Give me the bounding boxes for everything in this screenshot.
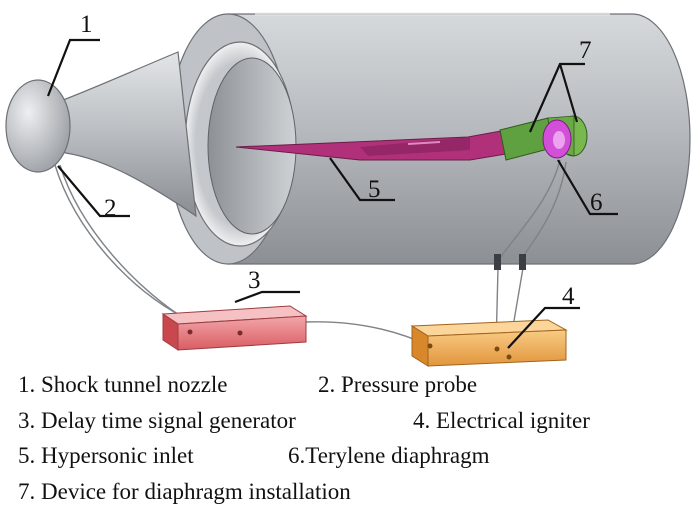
- legend-item-5: 5. Hypersonic inlet: [18, 443, 194, 468]
- tunnel-opening: [184, 41, 297, 247]
- leader-line-7: [528, 62, 585, 133]
- leader-line-4: [507, 306, 580, 349]
- feedthrough-connectors: [494, 254, 526, 270]
- callout-2: 2: [104, 195, 117, 222]
- leader-line-3: [234, 290, 300, 304]
- callout-3: 3: [248, 267, 261, 294]
- callout-1: 1: [80, 11, 93, 38]
- delay-time-signal-generator: [161, 305, 308, 351]
- legend-item-3: 3. Delay time signal generator: [18, 408, 296, 433]
- hypersonic-inlet: [235, 128, 513, 161]
- legend-item-4: 4. Electrical igniter: [413, 408, 590, 433]
- legend-item-6: 6.Terylene diaphragm: [288, 443, 490, 468]
- callout-7: 7: [579, 37, 592, 64]
- callout-6: 6: [590, 189, 603, 216]
- terylene-diaphragm: [542, 119, 572, 159]
- callout-4: 4: [562, 283, 575, 310]
- leader-lines: [46, 38, 618, 349]
- shock-tunnel-nozzle: [5, 51, 197, 218]
- legend-item-7: 7. Device for diaphragm installation: [18, 479, 351, 504]
- legend-item-1: 1. Shock tunnel nozzle: [18, 372, 228, 397]
- signal-wires: [54, 159, 567, 357]
- callout-5: 5: [368, 176, 381, 203]
- leader-line-2: [57, 165, 130, 218]
- legend-item-2: 2. Pressure probe: [318, 372, 478, 397]
- leader-line-1: [46, 38, 100, 97]
- electrical-igniter: [410, 319, 568, 367]
- leader-line-6: [557, 159, 618, 216]
- leader-line-5: [329, 157, 395, 202]
